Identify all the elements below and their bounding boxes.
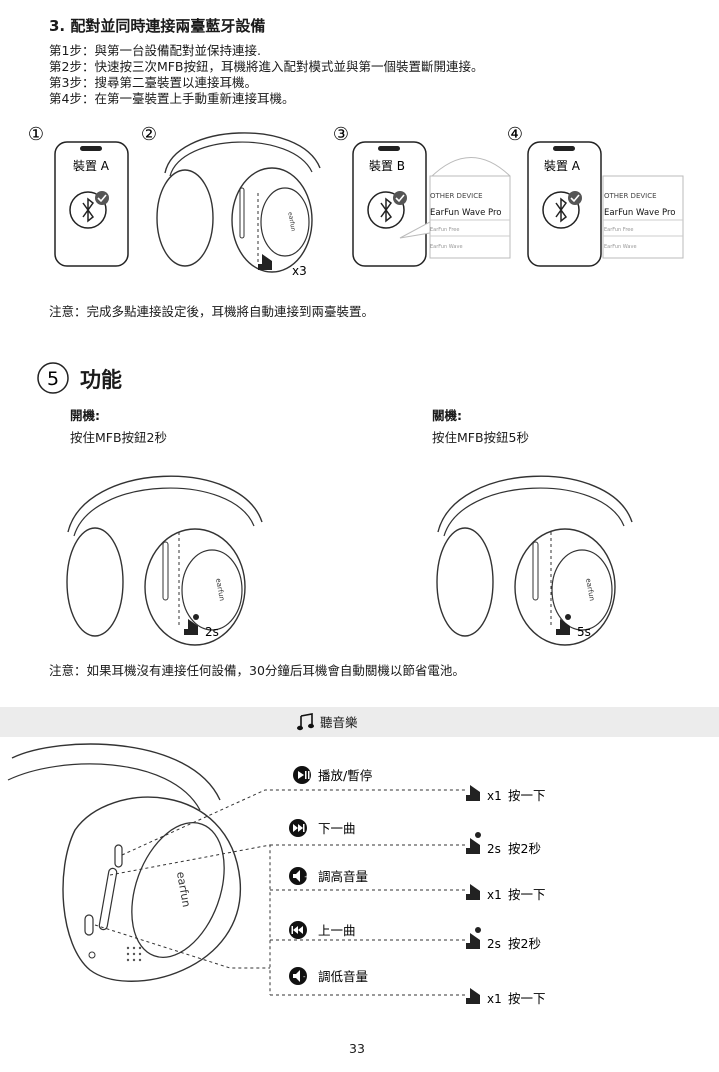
device-a-label-2: 裝置 A xyxy=(544,159,581,173)
music-section-bar xyxy=(0,707,719,737)
hand-press-icon xyxy=(258,254,272,270)
page-number: 33 xyxy=(349,1041,365,1056)
brand-logo-3: earfun xyxy=(174,871,193,909)
section-number-badge: 5 xyxy=(37,362,69,394)
music-title: 聽音樂 xyxy=(320,715,358,730)
next-track-label: 下一曲 xyxy=(318,821,356,836)
action-row-4: 2s 按2秒 xyxy=(466,927,541,951)
device-a-label: 裝置 A xyxy=(73,159,110,173)
action-1: 按一下 xyxy=(508,788,546,803)
check-icon xyxy=(395,194,405,203)
power-on-desc: 按住MFB按鈕2秒 xyxy=(70,430,168,445)
timer-icon xyxy=(475,927,481,933)
hand-press-icon xyxy=(466,933,480,949)
power-on-title: 開機: xyxy=(70,408,100,423)
bluetooth-icon xyxy=(82,197,95,223)
popup-item-1b: EarFun Wave Pro xyxy=(604,208,676,218)
action-2: 按2秒 xyxy=(508,841,541,856)
power-on-duration: 2s xyxy=(205,625,219,639)
hand-press-icon xyxy=(556,619,570,635)
popup-item-3: EarFun Wave xyxy=(430,244,463,250)
phone-device-a: 裝置 A xyxy=(54,141,129,267)
power-illustrations: earfun 2s earfun 5s xyxy=(66,475,633,646)
volume-down-label: 調低音量 xyxy=(318,969,368,984)
headphone-power-off: earfun 5s xyxy=(436,475,633,646)
action-row-1: x1 按一下 xyxy=(466,785,546,803)
section3-heading: 3. 配對並同時連接兩臺藍牙設備 xyxy=(49,17,266,35)
step-2: 第2步：快速按三次MFB按鈕，耳機將進入配對模式並與第一個裝置斷開連接。 xyxy=(49,59,484,74)
hand-press-icon xyxy=(466,884,480,900)
power-off-title: 關機: xyxy=(432,408,462,423)
step-number-3: ③ xyxy=(333,124,349,145)
previous-track-icon xyxy=(289,921,307,939)
music-controls-diagram: earfun + - xyxy=(7,743,546,1006)
volume-up-icon: + xyxy=(289,867,310,885)
play-pause-label: 播放/暫停 xyxy=(318,768,372,783)
section-number: 5 xyxy=(47,368,59,390)
press-3: x1 xyxy=(487,888,502,902)
press-4: 2s xyxy=(487,937,501,951)
phone-device-a-reconnect: 裝置 A xyxy=(527,141,602,267)
power-off-duration: 5s xyxy=(577,625,591,639)
action-row-2: 2s 按2秒 xyxy=(466,832,541,856)
step-1: 第1步：與第一台設備配對並保持連接. xyxy=(49,43,261,58)
press-5: x1 xyxy=(487,992,502,1006)
auto-off-note: 注意：如果耳機沒有連接任何設備，30分鐘后耳機會自動關機以節省電池。 xyxy=(49,663,465,678)
svg-text:earfun: earfun xyxy=(286,211,296,232)
section-title: 功能 xyxy=(80,368,122,392)
popup-item-2: EarFun Free xyxy=(430,227,459,233)
press-count: x3 xyxy=(292,264,307,278)
popup-item-2b: EarFun Free xyxy=(604,227,633,233)
hand-press-icon xyxy=(466,838,480,854)
timer-icon xyxy=(193,614,199,620)
headphone-power-on: earfun 2s xyxy=(66,475,263,646)
popup-header: OTHER DEVICE xyxy=(430,192,483,200)
volume-up-label: 調高音量 xyxy=(318,869,368,884)
music-note-icon xyxy=(297,713,314,731)
press-1: x1 xyxy=(487,789,502,803)
svg-text:-: - xyxy=(303,973,306,981)
volume-down-icon: - xyxy=(289,967,307,985)
action-4: 按2秒 xyxy=(508,936,541,951)
bluetooth-icon xyxy=(555,197,568,223)
step-number-2: ② xyxy=(141,124,157,145)
timer-icon xyxy=(565,614,571,620)
bluetooth-icon xyxy=(380,197,393,223)
device-popup-a: OTHER DEVICE EarFun Wave Pro EarFun Free… xyxy=(602,175,684,259)
step-number-4: ④ xyxy=(507,124,523,145)
hand-press-icon xyxy=(466,785,480,801)
device-b-label: 裝置 B xyxy=(369,159,405,173)
check-icon xyxy=(570,194,580,203)
action-5: 按一下 xyxy=(508,991,546,1006)
headphone-illustration: earfun x3 xyxy=(156,132,321,278)
timer-icon xyxy=(475,832,481,838)
next-track-icon xyxy=(289,819,307,837)
brand-logo: earfun xyxy=(214,578,226,602)
popup-header-2: OTHER DEVICE xyxy=(604,192,657,200)
play-pause-icon xyxy=(293,766,311,784)
action-row-3: x1 按一下 xyxy=(466,884,546,902)
previous-track-label: 上一曲 xyxy=(318,923,356,938)
hand-press-icon xyxy=(184,619,198,635)
action-3: 按一下 xyxy=(508,887,546,902)
popup-item-3b: EarFun Wave xyxy=(604,244,637,250)
power-off-desc: 按住MFB按鈕5秒 xyxy=(432,430,530,445)
step-4: 第4步：在第一臺裝置上手動重新連接耳機。 xyxy=(49,91,295,106)
step-number-1: ① xyxy=(28,124,44,145)
check-icon xyxy=(97,194,107,203)
multipoint-note: 注意：完成多點連接設定後，耳機將自動連接到兩臺裝置。 xyxy=(49,304,375,319)
action-row-5: x1 按一下 xyxy=(466,988,546,1006)
press-2: 2s xyxy=(487,842,501,856)
phone-device-b: 裝置 B xyxy=(352,141,427,267)
step-3: 第3步：搜尋第二臺裝置以連接耳機。 xyxy=(49,75,257,90)
hand-press-icon xyxy=(466,988,480,1004)
device-popup-b: OTHER DEVICE EarFun Wave Pro EarFun Free… xyxy=(399,157,511,259)
brand-logo-2: earfun xyxy=(584,578,596,602)
popup-item-1: EarFun Wave Pro xyxy=(430,208,502,218)
svg-text:+: + xyxy=(304,873,310,881)
pairing-illustration: ① ② ③ ④ 裝置 A earfun x3 裝置 B xyxy=(28,124,684,278)
